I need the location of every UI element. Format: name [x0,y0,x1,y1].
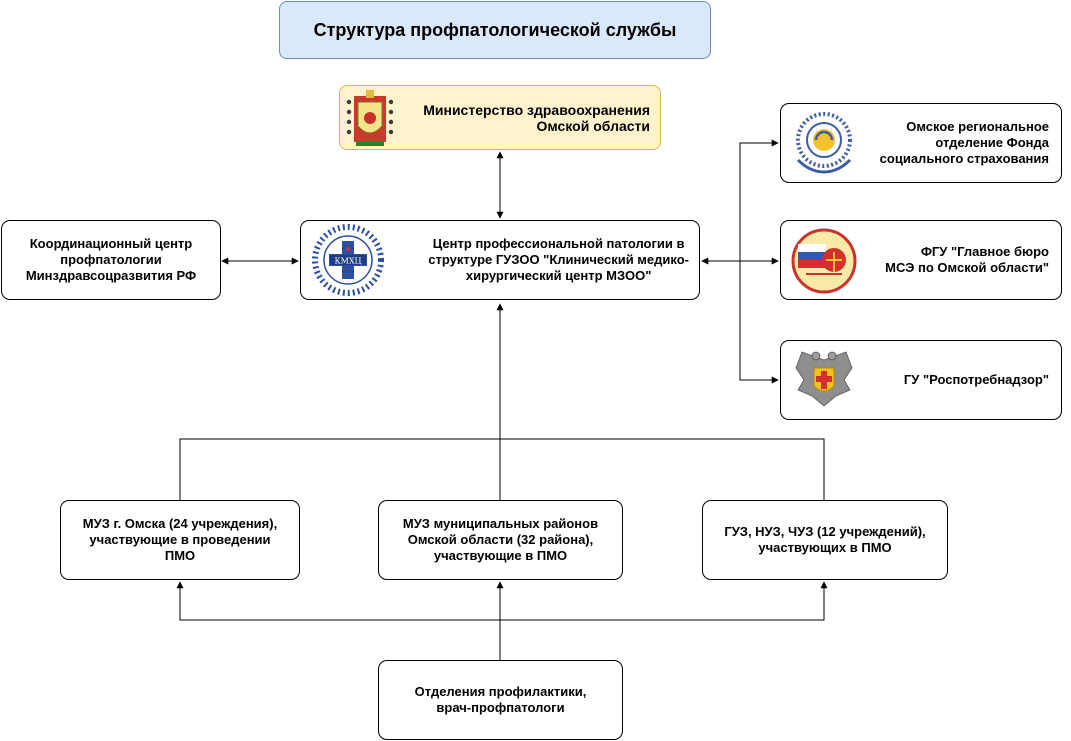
center-line-3: хирургический центр МЗОО" [465,268,652,283]
guz-box: ГУЗ, НУЗ, ЧУЗ (12 учреждений), участвующ… [702,500,948,580]
rpn-line-1: ГУ "Роспотребнадзор" [903,372,1049,387]
mse-line-1: ФГУ "Главное бюро [920,244,1049,259]
coord-text: Координационный центр профпатологии Минз… [26,236,196,284]
prof-box: Отделения профилактики, врач-профпатолог… [378,660,623,740]
arrow-to-guz [500,581,828,621]
omsk-coat-of-arms-icon [346,90,394,146]
center-line-1: Центр профессиональной патологии в [432,236,685,251]
ministry-text: Министерство здравоохранения Омской обла… [423,102,650,134]
muz-rayon-box: МУЗ муниципальных районов Омской области… [378,500,623,580]
prof-line-2: врач-профпатологи [436,700,565,715]
rpn-text: ГУ "Роспотребнадзор" [904,372,1049,388]
center-line-2: структуре ГУЗОО "Клинический медико- [428,252,689,267]
prof-line-1: Отделения профилактики, [414,684,587,699]
mse-line-2: МСЭ по Омской области" [885,260,1049,275]
page-title: Структура профпатологической службы [279,1,711,59]
arrow-to-fss [739,139,779,261]
arrow-to-muz-omsk [176,581,500,621]
fss-text: Омское региональное отделение Фонда соци… [880,119,1049,167]
muz-rayon-line-2: Омской области (32 района), [407,532,594,547]
muz-rayon-line-1: МУЗ муниципальных районов [402,516,599,531]
kmhc-logo-text: КМХЦ [334,257,361,266]
rospotrebnadzor-eagle-icon [795,351,853,407]
fss-line-1: Омское региональное [906,119,1049,134]
guz-line-2: участвующих в ПМО [758,540,892,555]
ministry-line-2: Омской области [536,117,651,134]
muz-omsk-line-2: участвующие в проведении [89,532,271,547]
guz-text: ГУЗ, НУЗ, ЧУЗ (12 учреждений), участвующ… [724,524,925,556]
guz-line-1: ГУЗ, НУЗ, ЧУЗ (12 учреждений), [724,524,926,539]
arrow-to-rpn [739,261,779,384]
muz-omsk-box: МУЗ г. Омска (24 учреждения), участвующи… [60,500,300,580]
line-upper-bus [179,438,825,500]
muz-rayon-text: МУЗ муниципальных районов Омской области… [403,516,598,564]
mse-text: ФГУ "Главное бюро МСЭ по Омской области" [885,244,1049,276]
prof-text: Отделения профилактики, врач-профпатолог… [415,684,587,716]
title-text: Структура профпатологической службы [313,20,677,40]
muz-omsk-line-3: ПМО [164,548,196,563]
coord-line-1: Координационный центр [29,236,193,251]
muz-omsk-text: МУЗ г. Омска (24 учреждения), участвующи… [83,516,277,564]
mse-emblem-icon [791,228,857,294]
muz-rayon-line-3: участвующие в ПМО [433,548,568,563]
coord-line-3: Минздравсоцразвития РФ [25,268,197,283]
ministry-line-1: Министерство здравоохранения [423,101,650,118]
fss-line-2: отделение Фонда [935,135,1049,150]
coord-line-2: профпатологии [60,252,162,267]
coord-center-box: Координационный центр профпатологии Минз… [1,220,221,300]
fss-line-3: социального страхования [879,151,1049,166]
ministry-box: Министерство здравоохранения Омской обла… [339,85,661,150]
muz-omsk-line-1: МУЗ г. Омска (24 учреждения), [82,516,278,531]
center-text: Центр профессиональной патологии в струк… [428,236,689,284]
kmhc-logo-icon: КМХЦ [312,224,384,296]
fss-logo-icon [796,112,852,174]
